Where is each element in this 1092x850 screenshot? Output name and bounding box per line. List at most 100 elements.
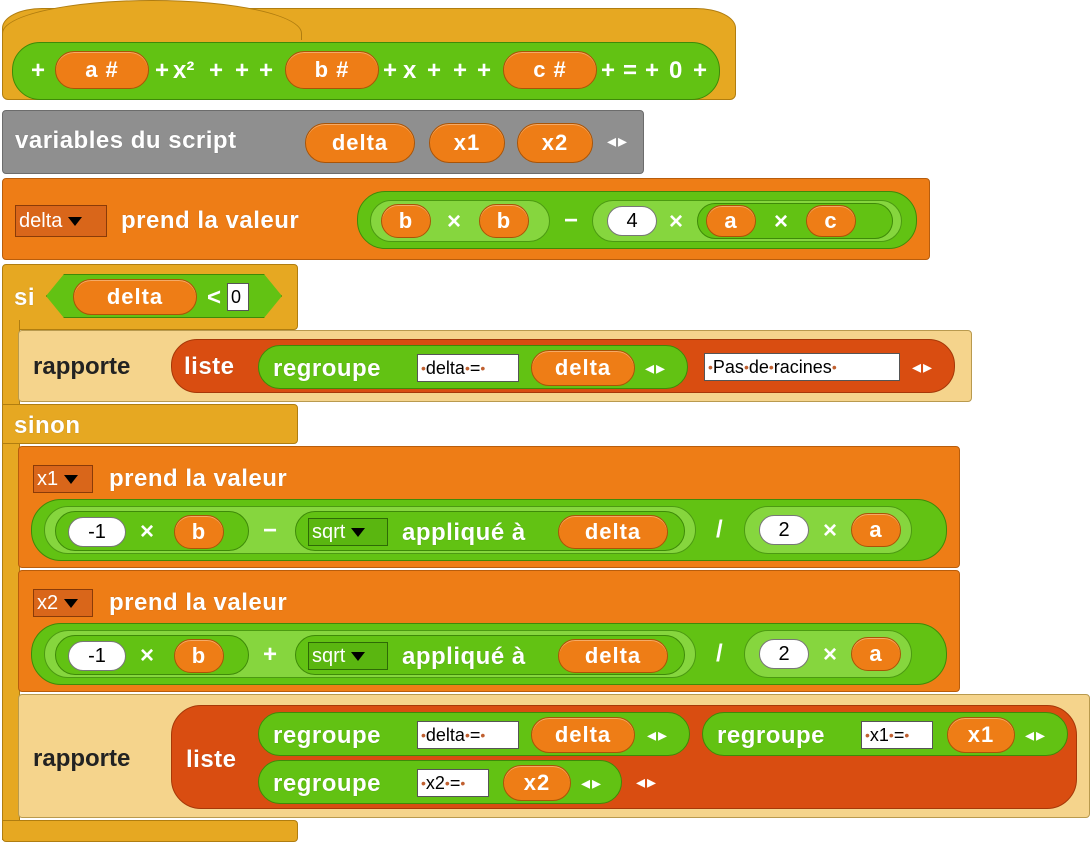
report-block-else[interactable]: rapporte liste regroupe •delta•=• delta … xyxy=(18,694,1090,818)
var-b[interactable]: b xyxy=(174,639,224,673)
join-reporter-x2[interactable]: regroupe •x2•=• x2 ◂▸ xyxy=(258,760,622,804)
var-delta[interactable]: delta xyxy=(558,515,668,549)
report-block-if[interactable]: rapporte liste regroupe •delta•=• delta … xyxy=(18,330,972,402)
var-b[interactable]: b xyxy=(479,204,529,238)
divide-operator[interactable]: -1 × b + sqrt appliqué à delta / 2 × a xyxy=(31,623,947,685)
param-a[interactable]: a # xyxy=(55,51,149,89)
join-reporter-delta[interactable]: regroupe •delta•=• delta ◂▸ xyxy=(258,712,690,756)
block-prototype[interactable]: + a # + x² + + + b # + x + + + c # + = +… xyxy=(12,42,720,100)
times-operator-bb[interactable]: b × b xyxy=(370,200,550,242)
times-operator[interactable]: -1 × b xyxy=(55,635,249,675)
dropdown-value: x2 xyxy=(37,591,59,614)
plus-sign: + xyxy=(235,57,250,84)
var-delta[interactable]: delta xyxy=(73,279,197,315)
plus-sign: + xyxy=(31,57,46,84)
applied-label: appliqué à xyxy=(402,643,526,670)
minus-sign: − xyxy=(564,207,579,234)
script-variables-block[interactable]: variables du script delta x1 x2 ◂▸ xyxy=(2,110,644,174)
var-b[interactable]: b xyxy=(381,204,431,238)
sqrt-function[interactable]: sqrt appliqué à delta xyxy=(295,635,685,675)
var-c[interactable]: c xyxy=(806,205,856,237)
var-a[interactable]: a xyxy=(706,205,756,237)
number-four[interactable]: 4 xyxy=(607,206,657,236)
expand-arrows-icon[interactable]: ◂▸ xyxy=(636,772,659,792)
script-variables-label: variables du script xyxy=(15,127,237,154)
var-delta[interactable]: delta xyxy=(558,639,668,673)
times-sign: × xyxy=(774,208,789,235)
times-sign: × xyxy=(140,518,155,545)
var-a[interactable]: a xyxy=(851,513,901,547)
expand-arrows-icon[interactable]: ◂▸ xyxy=(647,725,670,745)
times-operator-2a[interactable]: 2 × a xyxy=(744,506,912,554)
less-than-predicate[interactable]: delta < 0 xyxy=(46,274,282,318)
join-reporter-x1[interactable]: regroupe •x1•=• x1 ◂▸ xyxy=(702,712,1068,756)
text-input-delta[interactable]: •delta•=• xyxy=(417,354,519,382)
var-a[interactable]: a xyxy=(851,637,901,671)
var-x1[interactable]: x1 xyxy=(947,717,1015,753)
function-dropdown-sqrt[interactable]: sqrt xyxy=(308,518,388,546)
var-dropdown-delta[interactable]: delta xyxy=(15,205,107,237)
function-dropdown-sqrt[interactable]: sqrt xyxy=(308,642,388,670)
text-value: delta xyxy=(425,357,465,378)
minus-operator[interactable]: -1 × b − sqrt appliqué à delta xyxy=(44,506,696,554)
text-input-delta[interactable]: •delta•=• xyxy=(417,721,519,749)
set-label: prend la valeur xyxy=(109,465,288,492)
join-label: regroupe xyxy=(273,355,382,382)
var-dropdown-x1[interactable]: x1 xyxy=(33,465,93,493)
plus-sign: + xyxy=(209,57,224,84)
param-c[interactable]: c # xyxy=(503,51,597,89)
set-x1-block[interactable]: x1 prend la valeur -1 × b − sqrt appliqu… xyxy=(18,446,960,568)
plus-sign: + xyxy=(645,57,660,84)
var-b[interactable]: b xyxy=(174,515,224,549)
zero-term: 0 xyxy=(669,57,683,84)
expand-arrows-icon[interactable]: ◂▸ xyxy=(581,773,604,793)
text-input-x2[interactable]: •x2•=• xyxy=(417,769,489,797)
equals-sign: = xyxy=(623,57,638,84)
expand-arrows-icon[interactable]: ◂▸ xyxy=(645,358,668,378)
number-neg1[interactable]: -1 xyxy=(68,641,126,671)
param-b[interactable]: b # xyxy=(285,51,379,89)
number-two[interactable]: 2 xyxy=(759,515,809,545)
var-x2[interactable]: x2 xyxy=(503,765,571,801)
number-two[interactable]: 2 xyxy=(759,639,809,669)
else-label: sinon xyxy=(14,412,81,439)
sqrt-function[interactable]: sqrt appliqué à delta xyxy=(295,511,685,551)
divide-sign: / xyxy=(716,516,723,543)
divide-operator[interactable]: -1 × b − sqrt appliqué à delta / 2 × a xyxy=(31,499,947,561)
join-reporter[interactable]: regroupe •delta•=• delta ◂▸ xyxy=(258,345,688,389)
plus-sign: + xyxy=(601,57,616,84)
plus-sign: + xyxy=(427,57,442,84)
text-input-x1[interactable]: •x1•=• xyxy=(861,721,933,749)
minus-operator[interactable]: b × b − 4 × a × c xyxy=(357,191,917,249)
times-sign: × xyxy=(669,208,684,235)
times-operator-2a[interactable]: 2 × a xyxy=(744,630,912,678)
list-reporter[interactable]: liste regroupe •delta•=• delta ◂▸ •Pas•d… xyxy=(171,339,955,393)
x-term: x xyxy=(403,57,417,84)
set-delta-block[interactable]: delta prend la valeur b × b − 4 × a × c xyxy=(2,178,930,260)
expand-arrows-icon[interactable]: ◂▸ xyxy=(1025,725,1048,745)
plus-operator[interactable]: -1 × b + sqrt appliqué à delta xyxy=(44,630,696,678)
var-delta[interactable]: delta xyxy=(305,123,415,163)
else-bar xyxy=(2,404,298,444)
list-reporter[interactable]: liste regroupe •delta•=• delta ◂▸ regrou… xyxy=(171,705,1077,809)
set-label: prend la valeur xyxy=(121,207,300,234)
set-x2-block[interactable]: x2 prend la valeur -1 × b + sqrt appliqu… xyxy=(18,570,960,692)
times-operator[interactable]: -1 × b xyxy=(55,511,249,551)
var-delta[interactable]: delta xyxy=(531,350,635,386)
plus-sign: + xyxy=(155,57,170,84)
times-operator-4ac[interactable]: 4 × a × c xyxy=(592,200,902,242)
times-operator-ac[interactable]: a × c xyxy=(697,203,893,239)
dropdown-arrow-icon xyxy=(351,527,366,537)
number-zero-input[interactable]: 0 xyxy=(227,283,249,311)
dropdown-arrow-icon xyxy=(68,216,83,226)
less-than-sign: < xyxy=(207,284,222,311)
expand-arrows-icon[interactable]: ◂▸ xyxy=(912,357,935,377)
var-dropdown-x2[interactable]: x2 xyxy=(33,589,93,617)
expand-arrows-icon[interactable]: ◂▸ xyxy=(607,131,630,151)
number-neg1[interactable]: -1 xyxy=(68,517,126,547)
var-x2[interactable]: x2 xyxy=(517,123,593,163)
text-input-no-roots[interactable]: •Pas•de•racines• xyxy=(704,353,900,381)
var-x1[interactable]: x1 xyxy=(429,123,505,163)
var-delta[interactable]: delta xyxy=(531,717,635,753)
list-label: liste xyxy=(186,746,237,773)
